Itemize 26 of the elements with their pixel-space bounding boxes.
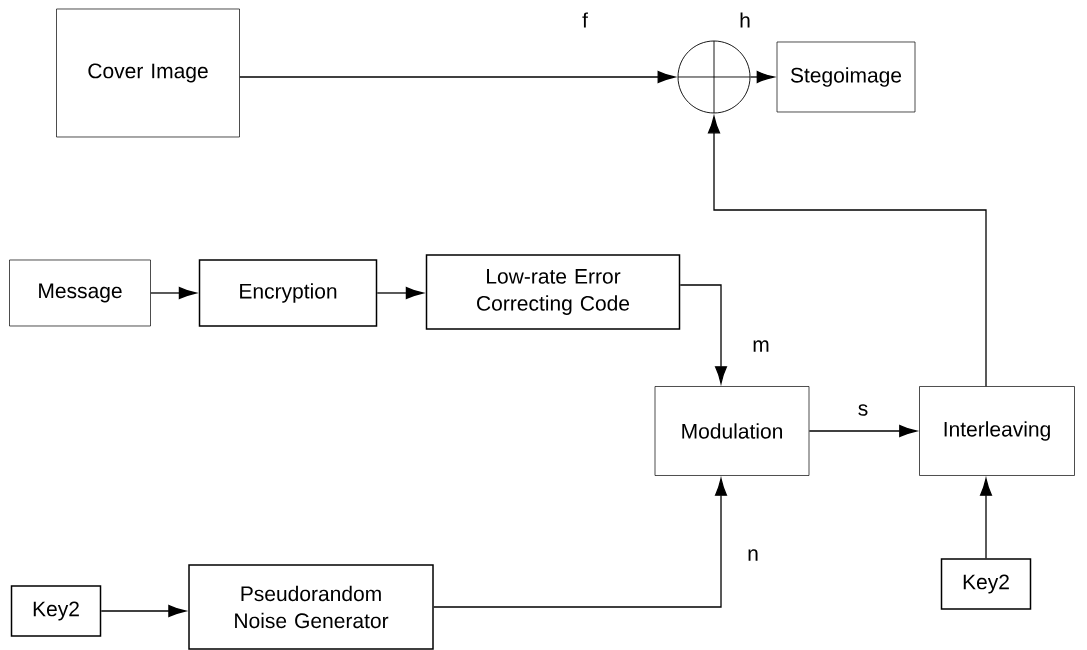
process-box: Cover Image [56, 8, 240, 138]
process-box: Encryption [198, 259, 378, 327]
process-box: Message [9, 259, 151, 327]
process-box: Pseudorandom Noise Generator [188, 564, 434, 650]
process-box: Modulation [654, 386, 810, 476]
process-box: Interleaving [919, 386, 1075, 476]
edge-label: f [581, 11, 589, 29]
arrow [707, 115, 987, 387]
arrow [100, 604, 186, 618]
process-box: Key2 [10, 585, 102, 637]
edge-label: h [738, 11, 752, 29]
process-box: Low-rate Error Correcting Code [425, 254, 681, 330]
edge-label: n [746, 548, 760, 562]
edge-label: s [856, 403, 870, 417]
arrow [150, 286, 197, 300]
arrow [433, 478, 728, 608]
edge-label: m [751, 339, 771, 353]
arrow [979, 478, 993, 559]
process-box: Key2 [940, 558, 1032, 610]
summing-junction [677, 40, 751, 114]
process-box: Stegoimage [776, 41, 916, 113]
arrow [749, 70, 775, 84]
arrow [239, 70, 676, 84]
arrow [679, 284, 728, 384]
arrow [808, 424, 917, 438]
arrow [376, 286, 424, 300]
